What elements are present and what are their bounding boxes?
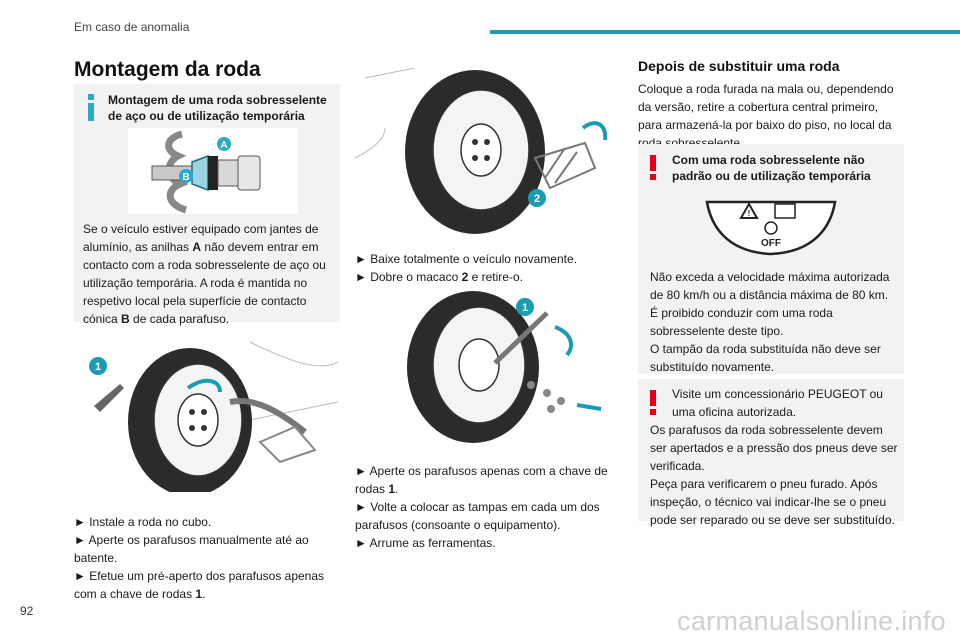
info-box: Montagem de uma roda sobresselente de aç… bbox=[74, 84, 340, 326]
warning-box-temporary-wheel: Com uma roda sobresselente não padrão ou… bbox=[638, 144, 904, 374]
page-title: Montagem da roda bbox=[74, 58, 261, 81]
warning-box-dealer: Visite um concessionário PEUGEOT ou uma … bbox=[638, 379, 904, 527]
steps-tighten: ► Aperte os parafusos apenas com a chave… bbox=[355, 462, 617, 552]
section-header: Em caso de anomalia bbox=[74, 20, 190, 34]
steps-install: ► Instale a roda no cubo. ► Aperte os pa… bbox=[74, 513, 349, 603]
wheel-bolt-illustration: A B bbox=[128, 128, 298, 214]
step-item: ► Dobre o macaco 2 e retire-o. bbox=[355, 270, 523, 284]
lower-jack-illustration: 2 bbox=[355, 68, 608, 234]
warning-icon bbox=[650, 390, 656, 415]
info-box-body: Se o veículo estiver equipado com jantes… bbox=[83, 222, 326, 326]
step-item: ► Aperte os parafusos manualmente até ao… bbox=[74, 533, 309, 565]
callout-b-label: B bbox=[182, 172, 189, 183]
svg-text:!: ! bbox=[748, 209, 751, 218]
dashboard-warning-label: ! OFF bbox=[705, 200, 837, 256]
figure2-callout-2: 2 bbox=[534, 193, 540, 205]
figure3-callout-1: 1 bbox=[522, 302, 528, 314]
step-item: ► Volte a colocar as tampas em cada um d… bbox=[355, 500, 600, 532]
steps-lower: ► Baixe totalmente o veículo novamente. … bbox=[355, 250, 617, 286]
install-wheel-illustration: 1 bbox=[89, 341, 338, 492]
after-replacement-title: Depois de substituir uma roda bbox=[638, 58, 840, 74]
step-item: ► Aperte os parafusos apenas com a chave… bbox=[355, 464, 608, 496]
step-item: ► Baixe totalmente o veículo novamente. bbox=[355, 252, 577, 266]
callout-a-label: A bbox=[220, 140, 227, 151]
step-item: ► Efetue um pré-aperto dos parafusos ape… bbox=[74, 569, 325, 601]
page-number: 92 bbox=[20, 604, 34, 618]
warning-icon bbox=[650, 155, 656, 180]
info-icon bbox=[88, 94, 94, 122]
warning-body: Visite um concessionário PEUGEOT ou uma … bbox=[650, 387, 898, 527]
figure1-callout-1: 1 bbox=[95, 361, 101, 373]
off-label: OFF bbox=[761, 238, 781, 249]
warning-body: Não exceda a velocidade máxima autorizad… bbox=[650, 270, 890, 374]
info-box-title: Montagem de uma roda sobresselente de aç… bbox=[108, 93, 327, 123]
step-item: ► Instale a roda no cubo. bbox=[74, 515, 212, 529]
tighten-bolts-illustration: 1 bbox=[407, 291, 602, 443]
step-item: ► Arrume as ferramentas. bbox=[355, 536, 496, 550]
after-replacement-body: Coloque a roda furada na mala ou, depend… bbox=[638, 82, 894, 150]
watermark: carmanualsonline.info bbox=[677, 606, 946, 636]
warning-title: Com uma roda sobresselente não padrão ou… bbox=[672, 153, 871, 183]
header-accent-bar bbox=[490, 30, 960, 34]
